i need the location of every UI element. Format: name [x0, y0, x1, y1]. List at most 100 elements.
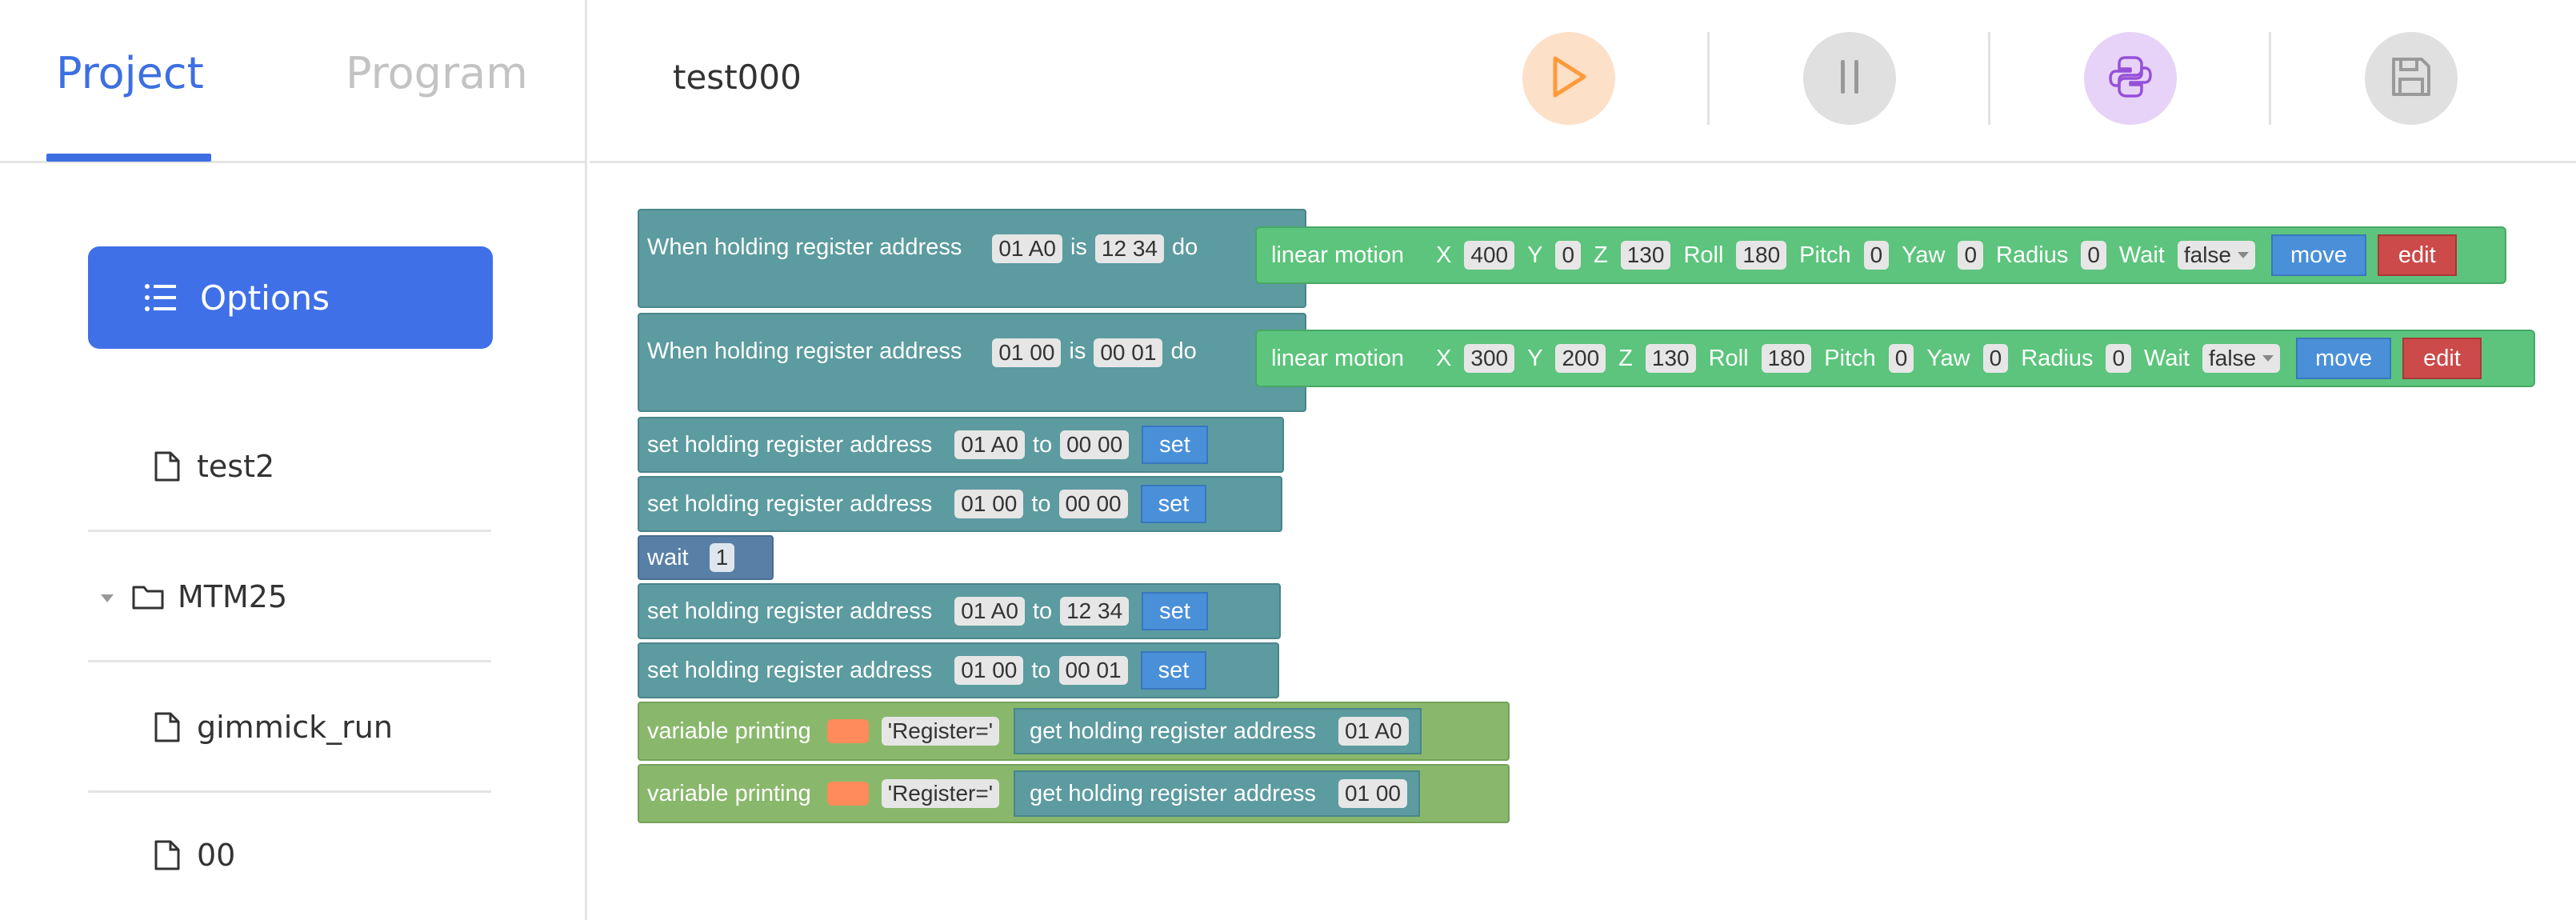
- wait-value: false: [2208, 346, 2257, 370]
- options-button[interactable]: Options: [88, 246, 493, 349]
- pause-button[interactable]: [1803, 32, 1896, 125]
- register-address-field[interactable]: 01 00: [992, 338, 1062, 367]
- roll-field[interactable]: 180: [1736, 241, 1787, 270]
- register-address-field[interactable]: 01 00: [954, 490, 1024, 518]
- pitch-label: Pitch: [1799, 242, 1851, 268]
- set-register-block[interactable]: set holding register address 01 A0 to 00…: [638, 417, 1284, 473]
- set-register-block[interactable]: set holding register address 01 00 to 00…: [638, 476, 1282, 532]
- y-label: Y: [1527, 345, 1543, 371]
- z-label: Z: [1594, 242, 1608, 268]
- roll-label: Roll: [1708, 345, 1749, 371]
- dropdown-arrow-icon: [2262, 355, 2274, 362]
- run-button[interactable]: [1522, 32, 1615, 125]
- file-item-gimmick-run[interactable]: gimmick_run: [88, 663, 491, 793]
- block-label: get holding register address: [1030, 718, 1316, 744]
- block-label: set holding register address: [647, 431, 933, 458]
- register-address-field[interactable]: 01 A0: [954, 597, 1025, 626]
- wait-dropdown[interactable]: false: [2177, 241, 2255, 270]
- variable-printing-block[interactable]: variable printing 'Register=' get holdin…: [638, 764, 1510, 823]
- z-field[interactable]: 130: [1645, 344, 1696, 373]
- pitch-field[interactable]: 0: [1888, 344, 1914, 373]
- x-field[interactable]: 300: [1464, 344, 1515, 373]
- folder-name: MTM25: [178, 578, 288, 614]
- edit-button[interactable]: edit: [2402, 338, 2482, 379]
- x-field[interactable]: 400: [1464, 241, 1515, 270]
- roll-label: Roll: [1683, 242, 1724, 268]
- y-label: Y: [1527, 242, 1543, 268]
- block-workspace[interactable]: When holding register address 01 A0 is 1…: [590, 166, 2576, 920]
- toolbar-divider: [2269, 32, 2271, 125]
- register-address-field[interactable]: 01 00: [1338, 779, 1408, 808]
- color-chip[interactable]: [826, 719, 869, 743]
- toolbar-divider: [1988, 32, 1990, 125]
- block-label: When holding register address: [647, 338, 962, 364]
- set-button[interactable]: set: [1140, 651, 1207, 690]
- to-label: to: [1031, 657, 1051, 683]
- get-register-block[interactable]: get holding register address 01 00: [1014, 770, 1421, 817]
- yaw-field[interactable]: 0: [1982, 344, 2009, 373]
- move-button[interactable]: move: [2296, 338, 2392, 379]
- tab-program[interactable]: Program: [346, 48, 528, 98]
- caret-down-icon[interactable]: [101, 594, 114, 602]
- radius-field[interactable]: 0: [2106, 344, 2132, 373]
- file-item-00[interactable]: 00: [88, 790, 491, 920]
- wait-dropdown[interactable]: false: [2202, 344, 2281, 373]
- set-register-block[interactable]: set holding register address 01 A0 to 12…: [638, 583, 1281, 639]
- register-address-field[interactable]: 01 A0: [1338, 717, 1409, 746]
- python-button[interactable]: [2084, 32, 2177, 125]
- save-button[interactable]: [2365, 32, 2458, 125]
- set-button[interactable]: set: [1142, 592, 1208, 630]
- register-address-field[interactable]: 01 A0: [954, 430, 1025, 459]
- register-value-field[interactable]: 12 34: [1060, 597, 1130, 626]
- text-field[interactable]: 'Register=': [881, 779, 1000, 808]
- register-value-field[interactable]: 00 00: [1058, 490, 1128, 518]
- register-value-field[interactable]: 12 34: [1094, 234, 1164, 263]
- radius-field[interactable]: 0: [2081, 241, 2106, 270]
- wait-seconds-field[interactable]: 1: [709, 543, 735, 572]
- variable-printing-block[interactable]: variable printing 'Register=' get holdin…: [638, 702, 1510, 761]
- block-label: variable printing: [647, 780, 811, 806]
- text-field[interactable]: 'Register=': [881, 717, 1000, 746]
- color-chip[interactable]: [826, 782, 869, 806]
- move-button[interactable]: move: [2271, 234, 2366, 276]
- file-icon: [154, 450, 181, 482]
- set-button[interactable]: set: [1140, 485, 1207, 523]
- z-label: Z: [1618, 345, 1633, 371]
- register-address-field[interactable]: 01 A0: [992, 234, 1062, 263]
- file-icon: [154, 711, 181, 743]
- tab-project[interactable]: Project: [56, 48, 204, 98]
- when-register-block[interactable]: When holding register address 01 A0 is 1…: [638, 209, 1306, 308]
- wait-label: Wait: [2144, 345, 2190, 371]
- play-icon: [1549, 55, 1589, 102]
- folder-item-mtm25[interactable]: MTM25: [88, 533, 491, 662]
- register-value-field[interactable]: 00 01: [1058, 656, 1128, 685]
- to-label: to: [1032, 598, 1053, 624]
- register-address-field[interactable]: 01 00: [954, 656, 1024, 685]
- is-label: is: [1069, 338, 1086, 364]
- file-item-test2[interactable]: test2: [88, 402, 491, 532]
- z-field[interactable]: 130: [1620, 241, 1671, 270]
- get-register-block[interactable]: get holding register address 01 A0: [1014, 708, 1422, 754]
- y-field[interactable]: 200: [1555, 344, 1606, 373]
- project-panel: Project Program Options test2 MTM25 gimm: [0, 0, 587, 920]
- edit-button[interactable]: edit: [2377, 234, 2457, 276]
- block-label: linear motion: [1271, 242, 1405, 268]
- register-value-field[interactable]: 00 01: [1094, 338, 1163, 367]
- project-title: test000: [673, 58, 802, 97]
- wait-block[interactable]: wait 1: [638, 535, 774, 580]
- set-button[interactable]: set: [1142, 426, 1208, 464]
- block-label: When holding register address: [647, 234, 962, 260]
- x-label: X: [1436, 345, 1452, 371]
- y-field[interactable]: 0: [1555, 241, 1582, 270]
- active-tab-indicator: [46, 154, 211, 162]
- yaw-field[interactable]: 0: [1958, 241, 1984, 270]
- roll-field[interactable]: 180: [1761, 344, 1812, 373]
- when-register-block[interactable]: When holding register address 01 00 is 0…: [638, 313, 1306, 412]
- set-register-block[interactable]: set holding register address 01 00 to 00…: [638, 642, 1279, 698]
- radius-label: Radius: [1996, 242, 2069, 268]
- pitch-field[interactable]: 0: [1863, 241, 1890, 270]
- register-value-field[interactable]: 00 00: [1060, 430, 1130, 459]
- folder-icon: [131, 583, 165, 610]
